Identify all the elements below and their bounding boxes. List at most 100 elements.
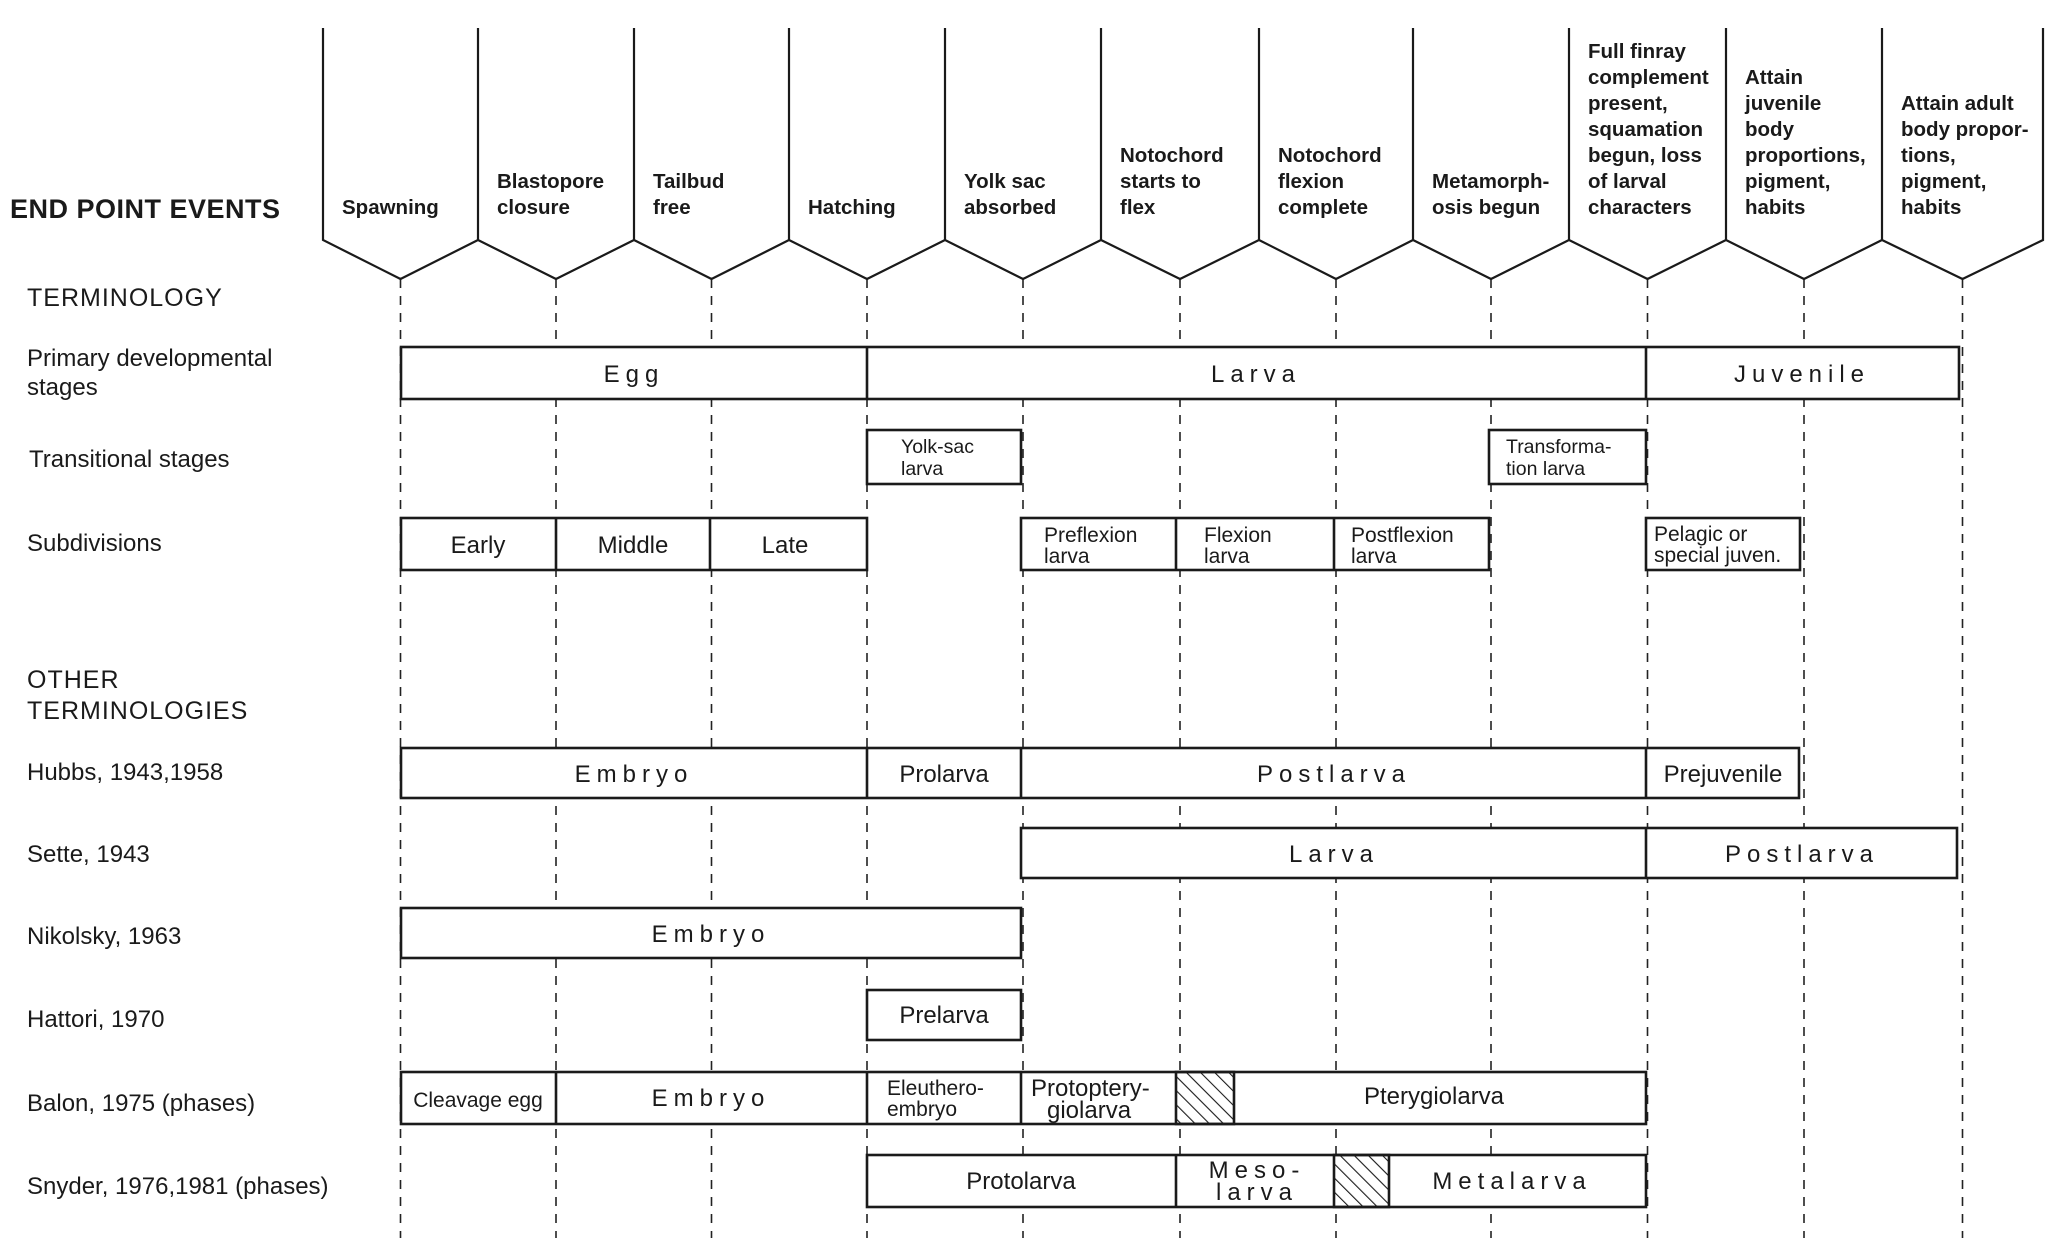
box-balon-cleavage-egg: Cleavage egg [413,1089,543,1112]
event-label-9-line-4: squamation [1588,118,1703,141]
box-larva: Larva [1211,361,1301,388]
box-egg: Egg [604,361,665,388]
hubbs-row: Embryo Prolarva Postlarva Prejuvenile [399,746,1801,800]
row-label-primary-line1: Primary developmental [27,345,272,372]
event-label-11-line-4: pigment, [1901,170,1986,193]
nikolsky-row: Embryo [399,906,1023,960]
primary-stages-bar [399,345,1961,401]
egg-subdivisions-bar [399,516,869,572]
transformation-larva-box [1487,428,1648,486]
box-hubbs-embryo: Embryo [575,761,694,788]
event-label-9-line-6: of larval [1588,170,1667,193]
primary-stages-row: Egg Larva Juvenile [399,345,1961,401]
event-label-1-line-1: Spawning [342,196,439,219]
box-late: Late [762,532,809,559]
hattori-row: Prelarva [865,988,1023,1042]
box-nikolsky-embryo: Embryo [652,921,771,948]
box-snyder-meso-line2: larva [1216,1179,1298,1206]
event-label-6-line-1: Notochord [1120,144,1224,167]
pelagic-juvenile-box [1644,516,1802,572]
box-juvenile: Juvenile [1734,361,1870,388]
box-pelagic-line2: special juven. [1654,544,1781,567]
box-sette-larva: Larva [1289,841,1379,868]
box-yolk-sac-larva-line1: Yolk-sac [901,436,974,458]
event-label-11-line-5: habits [1901,196,1961,219]
event-label-8-line-1: Metamorph- [1432,170,1549,193]
box-hattori-prelarva: Prelarva [899,1002,989,1029]
event-label-10-line-3: body [1745,118,1795,141]
event-label-7-line-2: flexion [1278,170,1344,193]
box-balon-eleuthero-line2: embryo [887,1098,957,1121]
box-middle: Middle [598,532,669,559]
box-hubbs-prejuvenile: Prejuvenile [1664,761,1783,788]
row-label-nikolsky: Nikolsky, 1963 [27,923,181,950]
box-hubbs-prolarva: Prolarva [899,761,989,788]
box-yolk-sac-larva-line2: larva [901,458,943,480]
box-snyder-protolarva: Protolarva [966,1168,1076,1195]
end-point-events-header: END POINT EVENTS [10,194,281,224]
row-label-hubbs: Hubbs, 1943,1958 [27,759,223,786]
balon-row: Cleavage egg Embryo Eleuthero- embryo Pr… [399,1070,1648,1126]
row-labels: Primary developmental stages Transitiona… [27,345,329,1200]
event-label-11-line-3: tions, [1901,144,1956,167]
row-label-balon: Balon, 1975 (phases) [27,1090,255,1117]
event-label-2-line-2: closure [497,196,570,219]
box-balon-eleuthero-line1: Eleuthero- [887,1077,984,1100]
sette-bar [1019,826,1959,880]
box-preflexion-line2: larva [1044,545,1090,568]
larva-subdivisions-bar [1019,516,1491,572]
box-early: Early [451,532,506,559]
event-label-9-line-2: complement [1588,66,1709,89]
event-label-10-line-5: pigment, [1745,170,1830,193]
event-label-10-line-2: juvenile [1744,92,1821,115]
event-label-7-line-3: complete [1278,196,1368,219]
event-label-3-line-1: Tailbud [653,170,724,193]
transitional-stages-row: Yolk-sac larva Transforma- tion larva [865,428,1648,486]
terminology-header: TERMINOLOGY [27,284,223,312]
row-label-sette: Sette, 1943 [27,841,150,868]
box-flexion-line2: larva [1204,545,1250,568]
event-label-10-line-1: Attain [1745,66,1803,89]
snyder-row: Protolarva Meso- larva Metalarva [865,1153,1648,1209]
box-pelagic-line1: Pelagic or [1654,523,1747,546]
sette-row: Larva Postlarva [1019,826,1959,880]
event-label-4-line-1: Hatching [808,196,896,219]
event-label-11-line-2: body propor- [1901,118,2029,141]
event-label-11-line-1: Attain adult [1901,92,2014,115]
event-label-6-line-3: flex [1120,196,1156,219]
box-flexion-line1: Flexion [1204,524,1272,547]
event-label-5-line-2: absorbed [964,196,1056,219]
hattori-bar [865,988,1023,1042]
box-balon-embryo: Embryo [652,1085,771,1112]
box-transformation-larva-line2: tion larva [1506,458,1585,480]
event-label-6-line-2: starts to [1120,170,1201,193]
event-label-3-line-2: free [653,196,691,219]
event-label-5-line-1: Yolk sac [964,170,1046,193]
row-label-transitional: Transitional stages [29,446,230,473]
box-sette-postlarva: Postlarva [1725,841,1879,868]
subdivisions-row: Early Middle Late Preflexion larva Flexi… [399,516,1802,572]
hubbs-bar [399,746,1801,800]
box-transformation-larva-line1: Transforma- [1506,436,1611,458]
box-balon-protoptery-line2: giolarva [1047,1097,1132,1124]
event-label-8-line-2: osis begun [1432,196,1540,219]
box-preflexion-line1: Preflexion [1044,524,1137,547]
event-label-9-line-3: present, [1588,92,1668,115]
event-label-10-line-4: proportions, [1745,144,1866,167]
other-terminologies-header-line2: TERMINOLOGIES [27,697,248,725]
yolk-sac-larva-box [865,428,1023,486]
row-label-snyder: Snyder, 1976,1981 (phases) [27,1173,329,1200]
balon-hatched-transition [1174,1070,1236,1126]
event-label-10-line-6: habits [1745,196,1805,219]
box-snyder-meso-line1: Meso- [1209,1157,1306,1184]
box-hubbs-postlarva: Postlarva [1257,761,1411,788]
other-terminologies-header-line1: OTHER [27,666,120,694]
snyder-bar [865,1153,1648,1209]
row-label-subdivisions: Subdivisions [27,530,162,557]
box-snyder-metalarva: Metalarva [1432,1168,1591,1195]
row-label-hattori: Hattori, 1970 [27,1006,164,1033]
event-columns-outline [321,28,2045,281]
event-label-7-line-1: Notochord [1278,144,1382,167]
